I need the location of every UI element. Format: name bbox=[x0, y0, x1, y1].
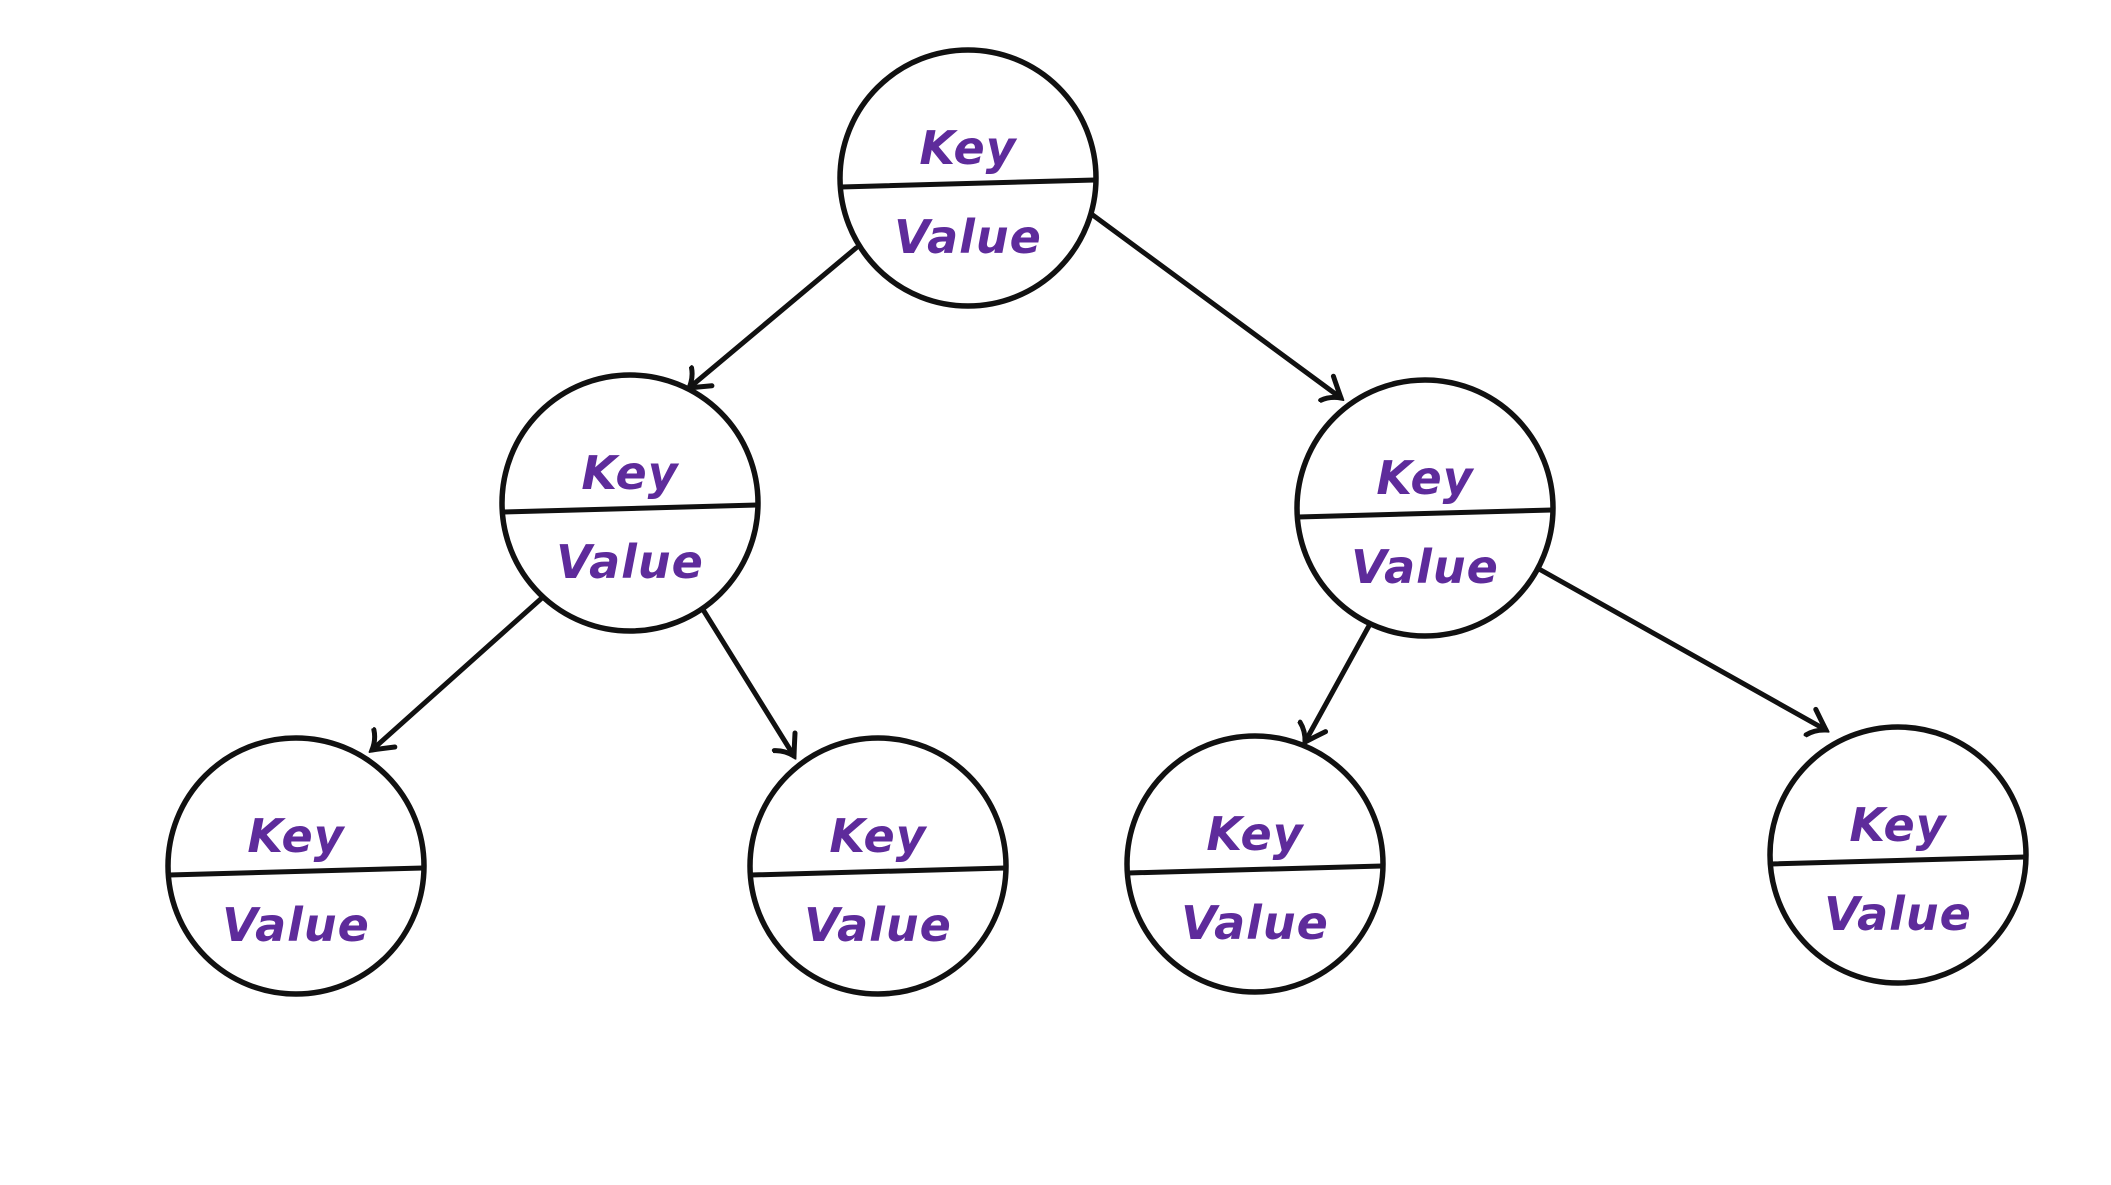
node-circle bbox=[499, 372, 761, 634]
node-divider bbox=[1768, 854, 2028, 867]
tree-node-root: Key Value bbox=[837, 47, 1099, 309]
node-circle bbox=[747, 735, 1009, 997]
tree-node-left: Key Value bbox=[499, 372, 761, 634]
tree-edges bbox=[372, 210, 1826, 756]
node-value-label: Value bbox=[556, 535, 704, 589]
node-key-label: Key bbox=[1206, 807, 1304, 861]
node-value-label: Value bbox=[222, 898, 370, 952]
node-value-label: Value bbox=[804, 898, 952, 952]
node-divider bbox=[1125, 863, 1385, 876]
tree-node-right-right: Key Value bbox=[1767, 724, 2029, 986]
edge-left-to-left-left bbox=[372, 594, 546, 750]
node-divider bbox=[838, 177, 1098, 190]
edge-right-to-right-left bbox=[1305, 621, 1373, 742]
node-value-label: Value bbox=[1181, 896, 1329, 950]
node-divider bbox=[748, 865, 1008, 878]
edge-left-to-left-right bbox=[699, 605, 794, 756]
tree-node-right: Key Value bbox=[1294, 377, 1556, 639]
node-divider bbox=[1295, 507, 1555, 520]
node-key-label: Key bbox=[247, 809, 345, 863]
node-key-label: Key bbox=[1376, 451, 1474, 505]
edge-right-to-right-right bbox=[1536, 566, 1826, 730]
node-circle bbox=[1767, 724, 2029, 986]
node-circle bbox=[165, 735, 427, 997]
node-key-label: Key bbox=[829, 809, 927, 863]
edge-root-to-right bbox=[1087, 210, 1341, 398]
node-circle bbox=[1294, 377, 1556, 639]
node-key-label: Key bbox=[919, 121, 1017, 175]
edge-root-to-left bbox=[689, 245, 859, 388]
node-key-label: Key bbox=[581, 446, 679, 500]
node-value-label: Value bbox=[1351, 540, 1499, 594]
tree-node-right-left: Key Value bbox=[1124, 733, 1386, 995]
node-key-label: Key bbox=[1849, 798, 1947, 852]
node-divider bbox=[500, 502, 760, 515]
tree-node-left-right: Key Value bbox=[747, 735, 1009, 997]
tree-node-left-left: Key Value bbox=[165, 735, 427, 997]
node-circle bbox=[837, 47, 1099, 309]
node-circle bbox=[1124, 733, 1386, 995]
node-divider bbox=[166, 865, 426, 878]
node-value-label: Value bbox=[894, 210, 1042, 264]
node-value-label: Value bbox=[1824, 887, 1972, 941]
